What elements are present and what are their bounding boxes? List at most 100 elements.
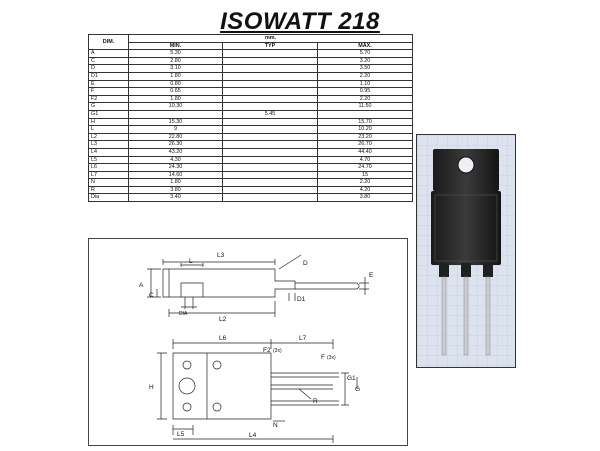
- cell-min: 43.20: [128, 147, 223, 157]
- dim-line-l: [180, 263, 204, 267]
- cell-dim: L4: [88, 147, 129, 157]
- cell-max: 3.20: [316, 56, 414, 66]
- label-l: L: [189, 258, 193, 265]
- photo-body: [431, 191, 501, 265]
- dim-line-l3: [162, 259, 276, 265]
- cell-dim: G1: [88, 109, 129, 119]
- cell-min: 1.80: [128, 178, 223, 187]
- cell-typ: [222, 170, 318, 180]
- cell-min: 1.80: [128, 71, 223, 81]
- cell-typ: [222, 155, 318, 165]
- side-lead-angle: [278, 254, 302, 270]
- front-hole-top: [182, 360, 192, 370]
- cell-typ: [222, 193, 318, 203]
- side-tab-notch: [180, 282, 204, 297]
- table-row: G1 5.45: [88, 109, 414, 119]
- dim-line-a: [147, 268, 161, 298]
- cell-max: 2.20: [316, 71, 414, 81]
- cell-dim: L: [88, 125, 129, 134]
- side-lead: [295, 282, 360, 290]
- col-header-typ: TYP: [222, 41, 318, 51]
- label-n: N: [273, 422, 278, 429]
- cell-dim: N: [88, 178, 129, 187]
- cell-dim: F: [88, 87, 129, 96]
- cell-max: 1.10: [316, 79, 414, 89]
- dim-line-l5: [172, 425, 194, 435]
- dim-header: DIM.: [88, 33, 129, 51]
- label-f2: F2: [263, 347, 271, 354]
- cell-dim: L2: [88, 132, 129, 142]
- cell-max: 2.20: [316, 178, 414, 187]
- package-photo: [416, 134, 516, 368]
- dim-line-e: [359, 277, 369, 295]
- cell-min: 3.10: [128, 64, 223, 73]
- cell-max: 4.20: [316, 185, 414, 195]
- dim-line-l7: [271, 339, 334, 349]
- cell-typ: [222, 147, 318, 157]
- cell-typ: [222, 64, 318, 73]
- cell-max: 2.20: [316, 94, 414, 104]
- cell-typ: [222, 56, 318, 66]
- label-d: D: [303, 260, 308, 267]
- cell-typ: [222, 94, 318, 104]
- label-l7: L7: [299, 335, 307, 342]
- cell-min: [128, 109, 223, 119]
- front-mount-hole: [178, 377, 196, 395]
- cell-typ: [222, 163, 318, 172]
- cell-max: 10.20: [316, 125, 414, 134]
- dim-line-r: [298, 388, 312, 400]
- dim-line-g: [341, 372, 349, 406]
- photo-lead-3: [485, 276, 491, 356]
- photo-lead-base-2: [461, 263, 471, 277]
- photo-svg: [417, 135, 515, 367]
- front-hole-right-bottom: [212, 402, 222, 412]
- cell-typ: [222, 87, 318, 96]
- cell-dim: H: [88, 117, 129, 127]
- photo-lead-1: [441, 276, 447, 356]
- cell-max: 3.80: [316, 193, 414, 203]
- cell-min: 0.65: [128, 87, 223, 96]
- header-row-unit: DIM. mm.: [88, 33, 414, 51]
- col-header-max: MAX.: [316, 41, 414, 51]
- cell-typ: 5.45: [222, 109, 318, 119]
- cell-max: 24.70: [316, 163, 414, 172]
- cell-max: 4.70: [316, 155, 414, 165]
- label-c: C: [149, 292, 154, 299]
- cell-max: 23.20: [316, 132, 414, 142]
- cell-min: 1.80: [128, 94, 223, 104]
- label-l3: L3: [217, 252, 225, 259]
- drawing-svg: L3 L A C DIA L2 D E D1 L6 F2 (3x) L7 F (…: [139, 252, 374, 443]
- cell-dim: Dia: [88, 193, 129, 203]
- cell-typ: [222, 185, 318, 195]
- unit-header: mm.: [127, 34, 414, 43]
- label-f: F: [321, 354, 325, 361]
- label-a: A: [139, 282, 144, 289]
- cell-min: 9: [128, 125, 223, 134]
- cell-max: 44.40: [316, 147, 414, 157]
- cell-min: 0.80: [128, 79, 223, 89]
- front-body-outline: [172, 352, 272, 420]
- cell-min: 2.80: [128, 56, 223, 66]
- photo-mount-hole: [457, 156, 475, 174]
- cell-max: 26.70: [316, 140, 414, 149]
- label-dia: DIA: [179, 311, 188, 317]
- cell-typ: [222, 178, 318, 187]
- cell-max: 0.95: [316, 87, 414, 96]
- cell-max: 15.70: [316, 117, 414, 127]
- col-header-min: MIN.: [128, 41, 223, 51]
- label-r: R: [313, 398, 318, 405]
- cell-dim: D: [88, 64, 129, 73]
